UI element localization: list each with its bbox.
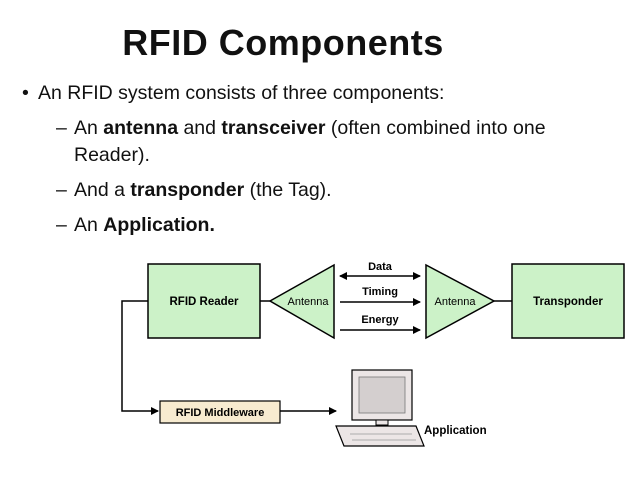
- bullet-main: An RFID system consists of three compone…: [22, 80, 622, 107]
- bullet-list: An RFID system consists of three compone…: [22, 80, 622, 239]
- sub-bullet-transponder: –And a transponder (the Tag).: [56, 179, 332, 201]
- term-antenna: antenna: [103, 117, 179, 139]
- transponder-label: Transponder: [533, 296, 603, 308]
- left-antenna-label: Antenna: [288, 296, 330, 308]
- right-antenna-shape: [425, 263, 496, 340]
- right-antenna-label: Antenna: [435, 296, 477, 308]
- middleware-label: RFID Middleware: [176, 407, 265, 419]
- left-antenna-shape: [268, 263, 335, 340]
- rfid-reader-label: RFID Reader: [169, 296, 239, 308]
- slide-title: RFID Components: [0, 22, 638, 64]
- computer-icon: [335, 369, 425, 447]
- sub-bullet-application: –An Application.: [56, 214, 215, 236]
- energy-label: Energy: [361, 314, 399, 326]
- application-label: Application: [424, 425, 487, 437]
- slide-title-text: RFID Components: [122, 22, 444, 63]
- rfid-reader-box: [147, 263, 261, 339]
- reader-middleware-connector: [121, 300, 159, 415]
- term-transceiver: transceiver: [221, 117, 326, 139]
- transponder-box: [511, 263, 625, 339]
- data-label: Data: [368, 261, 393, 273]
- term-application: Application.: [103, 214, 215, 236]
- sub-bullet-antenna: –An antenna and transceiver (often combi…: [56, 117, 546, 166]
- term-transponder: transponder: [130, 179, 245, 201]
- timing-label: Timing: [362, 286, 398, 298]
- middleware-box: [159, 400, 281, 424]
